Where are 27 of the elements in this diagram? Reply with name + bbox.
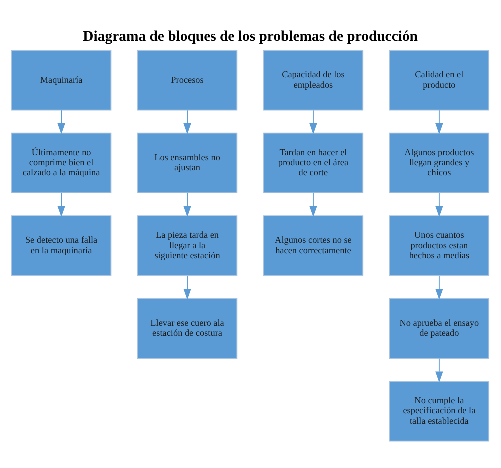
node-box: Maquinaría	[11, 50, 112, 111]
arrow	[436, 276, 444, 300]
node-box: Llevar ese cuero ala estación de costura	[137, 298, 238, 360]
arrow	[436, 358, 444, 383]
arrow	[184, 110, 192, 135]
node-box: No cumple la especificación de la talla establecida	[389, 381, 490, 442]
node-box: Capacidad de los empleados	[263, 50, 364, 111]
node-box: Algunos productos llegan grandes y chicos	[389, 132, 490, 194]
node-box: Calidad en el producto	[389, 50, 490, 111]
node-box: Se detecto una falla en la maquinaria	[11, 216, 112, 276]
arrow	[58, 110, 66, 135]
arrow	[184, 276, 192, 300]
node-box: Unos cuantos productos estan hechos a medias	[389, 216, 490, 276]
arrow	[184, 192, 192, 218]
node-box: Algunos cortes no se hacen correctamente	[263, 216, 364, 276]
arrow	[436, 192, 444, 218]
node-box: Los ensambles no ajustan	[137, 132, 238, 194]
arrow	[310, 192, 318, 218]
diagram-title: Diagrama de bloques de los problemas de producción	[83, 29, 418, 46]
node-box: Últimamente no comprime bien el calzado a la máquina	[11, 132, 112, 194]
node-box: No aprueba el ensayo de pateado	[389, 298, 490, 360]
node-box: Procesos	[137, 50, 238, 111]
node-box: La pieza tarda en llegar a la siguiente estación	[137, 216, 238, 276]
arrow	[58, 192, 66, 218]
node-box: Tardan en hacer el producto en el área de corte	[263, 132, 364, 194]
arrow	[436, 110, 444, 135]
arrow	[310, 110, 318, 135]
